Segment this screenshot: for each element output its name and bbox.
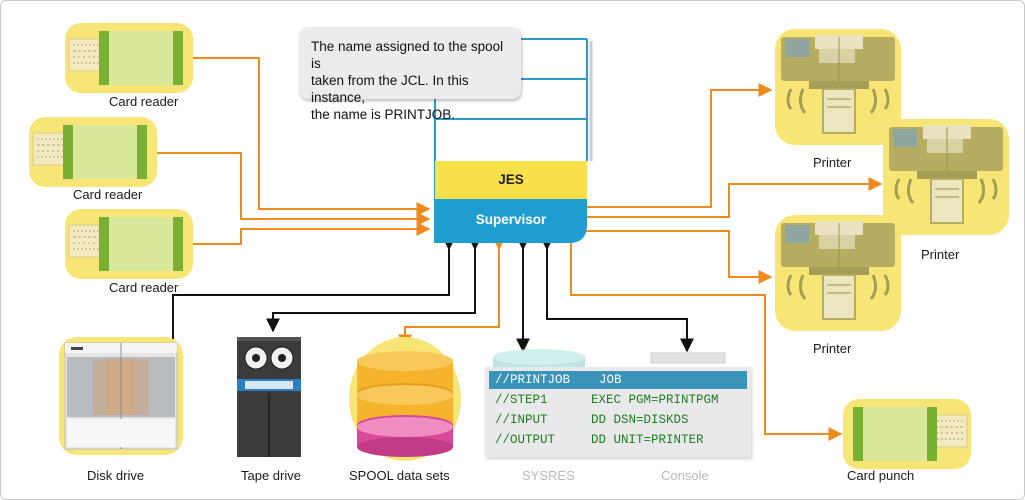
callout-line-3: the name is PRINTJOB. <box>311 107 456 122</box>
line-tape-drive <box>266 236 482 333</box>
sysres-label: SYSRES <box>522 468 575 483</box>
line-printer-1 <box>571 83 773 208</box>
jcl-row-2: //STEP1 EXEC PGM=PRINTPGM <box>489 391 747 409</box>
card-punch-label: Card punch <box>847 468 915 483</box>
printer-2-icon <box>881 117 1011 237</box>
jcl-row-4-name: //OUTPUT <box>495 433 556 447</box>
jcl-row-4: //OUTPUT DD UNIT=PRINTER <box>489 431 747 449</box>
jcl-row-4-stmt: DD UNIT=PRINTER <box>591 433 704 447</box>
card-reader-1-icon <box>64 22 194 94</box>
spool-data-sets-label: SPOOL data sets <box>349 468 450 483</box>
card-reader-3-icon <box>64 208 194 280</box>
printer-1-label: Printer <box>813 155 852 170</box>
callout-line-2: taken from the JCL. In this instance, <box>311 73 469 105</box>
printer-3-label: Printer <box>813 341 852 356</box>
console-icon <box>650 352 726 364</box>
jcl-listing: //PRINTJOB JOB //STEP1 EXEC PGM=PRINTPGM… <box>485 367 751 457</box>
jcl-row-1-name: //PRINTJOB <box>495 373 571 387</box>
tape-drive-label: Tape drive <box>241 468 301 483</box>
jcl-row-1-stmt: JOB <box>599 373 622 387</box>
console-label: Console <box>661 468 709 483</box>
line-card-reader-2 <box>153 152 431 226</box>
card-reader-1-label: Card reader <box>109 94 179 109</box>
printer-2-label: Printer <box>921 247 960 262</box>
jcl-row-3-stmt: DD DSN=DISKDS <box>591 413 689 427</box>
line-console <box>540 236 694 353</box>
line-printer-2 <box>571 177 883 218</box>
disk-drive-icon <box>59 337 183 455</box>
line-spool <box>398 236 506 349</box>
jes-label: JES <box>498 172 524 187</box>
line-card-reader-3 <box>183 222 431 245</box>
spool-data-sets-icon <box>349 337 461 461</box>
jcl-row-3: //INPUT DD DSN=DISKDS <box>489 411 747 429</box>
jcl-row-3-name: //INPUT <box>495 413 548 427</box>
printer-3-icon <box>773 213 903 333</box>
tape-drive-icon <box>237 337 301 457</box>
card-punch-icon <box>842 398 972 470</box>
card-reader-2-icon <box>28 116 158 188</box>
printer-1-icon <box>773 27 903 147</box>
jcl-row-2-stmt: EXEC PGM=PRINTPGM <box>591 393 719 407</box>
line-printer-3 <box>571 230 773 284</box>
card-reader-3-label: Card reader <box>109 280 179 295</box>
card-reader-2-label: Card reader <box>73 187 143 202</box>
disk-drive-label: Disk drive <box>87 468 145 483</box>
line-card-reader-1 <box>181 57 431 216</box>
callout-line-1: The name assigned to the spool is <box>311 39 504 71</box>
jes-block <box>435 161 587 199</box>
supervisor-label: Supervisor <box>475 212 547 227</box>
supervisor-block <box>435 199 587 243</box>
jcl-row-1: //PRINTJOB JOB <box>489 371 747 389</box>
spool-name-callout: The name assigned to the spool is taken … <box>299 27 521 122</box>
jcl-row-2-name: //STEP1 <box>495 393 548 407</box>
